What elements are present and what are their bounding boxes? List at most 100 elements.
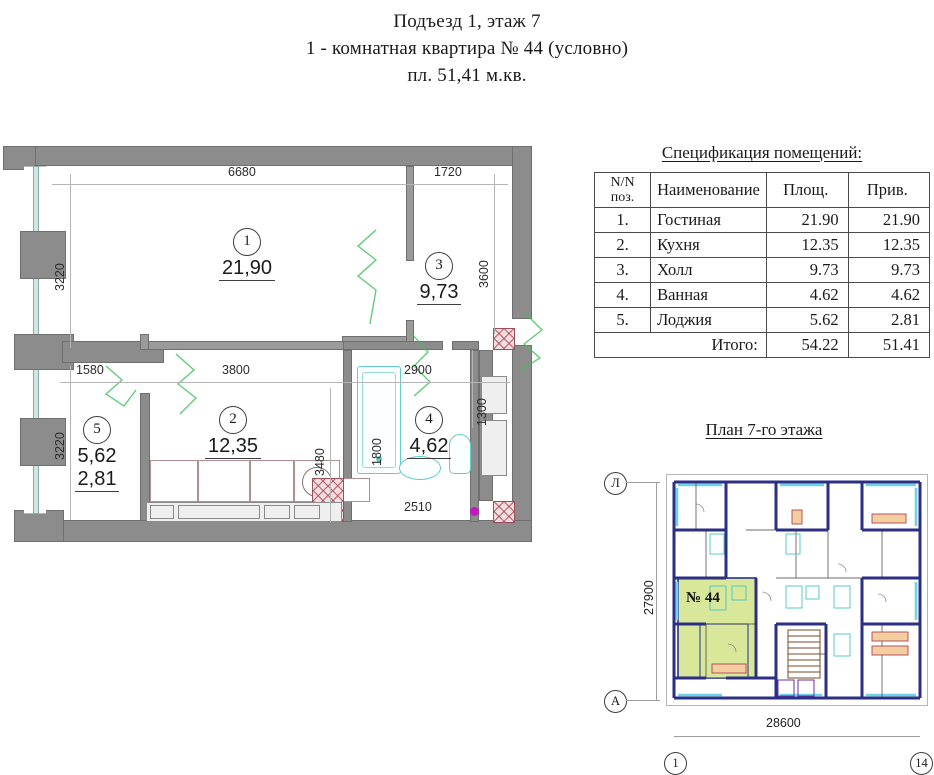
dimline-vertical-building xyxy=(656,482,657,701)
axis-marker-l: Л xyxy=(604,472,627,495)
room-number-3: 3 xyxy=(425,252,453,280)
dim-kitchen-vert: 3480 xyxy=(313,448,327,476)
row-number: 2. xyxy=(593,232,652,258)
wall-living-hall xyxy=(406,166,414,261)
total-area: 54.22 xyxy=(765,332,849,358)
row-number: 1. xyxy=(593,207,652,233)
dim-mid-right: 2900 xyxy=(404,363,432,377)
dim-top-right: 1720 xyxy=(434,165,462,179)
building-plan-drawing xyxy=(666,474,928,706)
kitchen-base-cabinet-4 xyxy=(294,505,320,519)
header-reduced: Прив. xyxy=(847,172,931,208)
room-label-hall: 3 9,73 xyxy=(392,252,486,305)
dimline-left-upper xyxy=(70,174,71,348)
building-floor-plan-section: План 7-го этажа Л А 27900 xyxy=(594,420,934,775)
table-total-row: Итого: 54.22 51.41 xyxy=(594,332,931,358)
bathtub-inner xyxy=(362,372,396,468)
room-area-4: 4,62 xyxy=(406,435,452,459)
door-loggia-icon xyxy=(104,365,137,407)
bathtub-drain-icon xyxy=(376,456,382,462)
building-floor-plan-canvas: Л А 27900 xyxy=(594,452,934,775)
room-area-5-reduced: 2,81 xyxy=(74,468,120,492)
room-area-5-gross: 5,62 xyxy=(77,445,117,467)
table-header-row: N/N поз. Наименование Площ. Прив. xyxy=(593,172,931,208)
wall-bath-east xyxy=(470,350,479,522)
shaft-box xyxy=(481,420,507,476)
highlighted-flat-badge: № 44 xyxy=(686,590,720,606)
row-reduced: 12.35 xyxy=(847,232,931,258)
dimline-kitchen xyxy=(330,388,331,522)
row-area: 4.62 xyxy=(765,282,849,308)
dim-mid-left: 1580 xyxy=(76,363,104,377)
wall-right-upper xyxy=(512,146,532,319)
row-reduced: 4.62 xyxy=(847,282,931,308)
door-symbols xyxy=(104,229,543,415)
wall-bath-north xyxy=(343,341,443,350)
kitchen-base-cabinet-2 xyxy=(178,505,260,519)
row-name: Гостиная xyxy=(650,207,767,233)
specification-table: N/N поз. Наименование Площ. Прив. 1. Гос… xyxy=(593,172,931,358)
header-position-line2: поз. xyxy=(610,190,635,205)
row-number: 5. xyxy=(593,307,652,333)
header-position-line1: N/N xyxy=(610,175,635,190)
toilet xyxy=(449,434,471,474)
kitchen-counter-seg-3 xyxy=(250,460,294,502)
dimline-left-lower xyxy=(70,366,71,520)
room-number-4: 4 xyxy=(415,406,443,434)
loggia-pier-lower xyxy=(20,418,66,466)
axis-marker-14: 14 xyxy=(910,752,933,775)
table-row: 1. Гостиная 21.90 21.90 xyxy=(593,207,931,233)
total-reduced: 51.41 xyxy=(847,332,931,358)
specification-title: Спецификация помещений: xyxy=(661,143,863,162)
dimline-right-lower xyxy=(472,350,473,428)
riser-marker-icon xyxy=(470,507,479,516)
row-area: 21.90 xyxy=(765,207,849,233)
room-number-2: 2 xyxy=(219,406,247,434)
wall-bath-west xyxy=(343,350,352,522)
washbasin xyxy=(399,456,441,480)
door-kitchen-icon xyxy=(175,353,197,415)
dimline-top xyxy=(52,184,508,185)
row-name: Лоджия xyxy=(650,307,767,333)
dim-mid-center: 3800 xyxy=(222,363,250,377)
kitchen-base-cabinet-3 xyxy=(264,505,290,519)
axis-leader-top xyxy=(626,482,660,483)
row-area: 12.35 xyxy=(765,232,849,258)
row-area: 9.73 xyxy=(765,257,849,283)
page-title: Подъезд 1, этаж 7 1 - комнатная квартира… xyxy=(0,8,934,89)
table-row: 4. Ванная 4.62 4.62 xyxy=(593,282,931,308)
ventilation-shaft-upper xyxy=(493,328,515,350)
kitchen-counter-seg-1 xyxy=(150,460,198,502)
room-area-1: 21,90 xyxy=(218,257,276,281)
header-area: Площ. xyxy=(765,172,849,208)
header-position: N/N поз. xyxy=(593,172,652,208)
wall-bottom-left-stub xyxy=(14,510,64,542)
dimline-right-upper xyxy=(494,174,495,334)
table-row: 2. Кухня 12.35 12.35 xyxy=(593,232,931,258)
title-line-area: пл. 51,41 м.кв. xyxy=(407,65,527,86)
wall-kitchen-north-pier xyxy=(140,334,149,350)
room-area-2: 12,35 xyxy=(204,435,262,459)
loggia-pier-upper xyxy=(20,231,66,279)
title-line-entrance-floor: Подъезд 1, этаж 7 xyxy=(393,11,541,32)
axis-leader-bottom xyxy=(626,700,660,701)
door-hall-living-icon xyxy=(356,229,378,325)
wall-loggia-divider-arm xyxy=(62,341,164,363)
row-name: Кухня xyxy=(650,232,767,258)
kitchen-worktop-extension xyxy=(340,478,370,502)
row-reduced: 21.90 xyxy=(847,207,931,233)
room-label-bathroom: 4 4,62 xyxy=(382,406,476,459)
room-label-kitchen: 2 12,35 xyxy=(186,406,280,459)
row-number: 3. xyxy=(593,257,652,283)
room-number-5: 5 xyxy=(83,416,111,444)
table-row: 3. Холл 9.73 9.73 xyxy=(593,257,931,283)
door-bath-icon xyxy=(411,333,431,397)
ventilation-shaft-lower xyxy=(493,501,515,523)
wall-loggia-kitchen xyxy=(140,393,150,521)
axis-marker-1: 1 xyxy=(664,752,687,775)
row-name: Ванная xyxy=(650,282,767,308)
wall-bath-north-right xyxy=(452,341,479,350)
room-label-living: 1 21,90 xyxy=(200,228,294,281)
building-floor-plan-title: План 7-го этажа xyxy=(705,420,823,439)
row-name: Холл xyxy=(650,257,767,283)
